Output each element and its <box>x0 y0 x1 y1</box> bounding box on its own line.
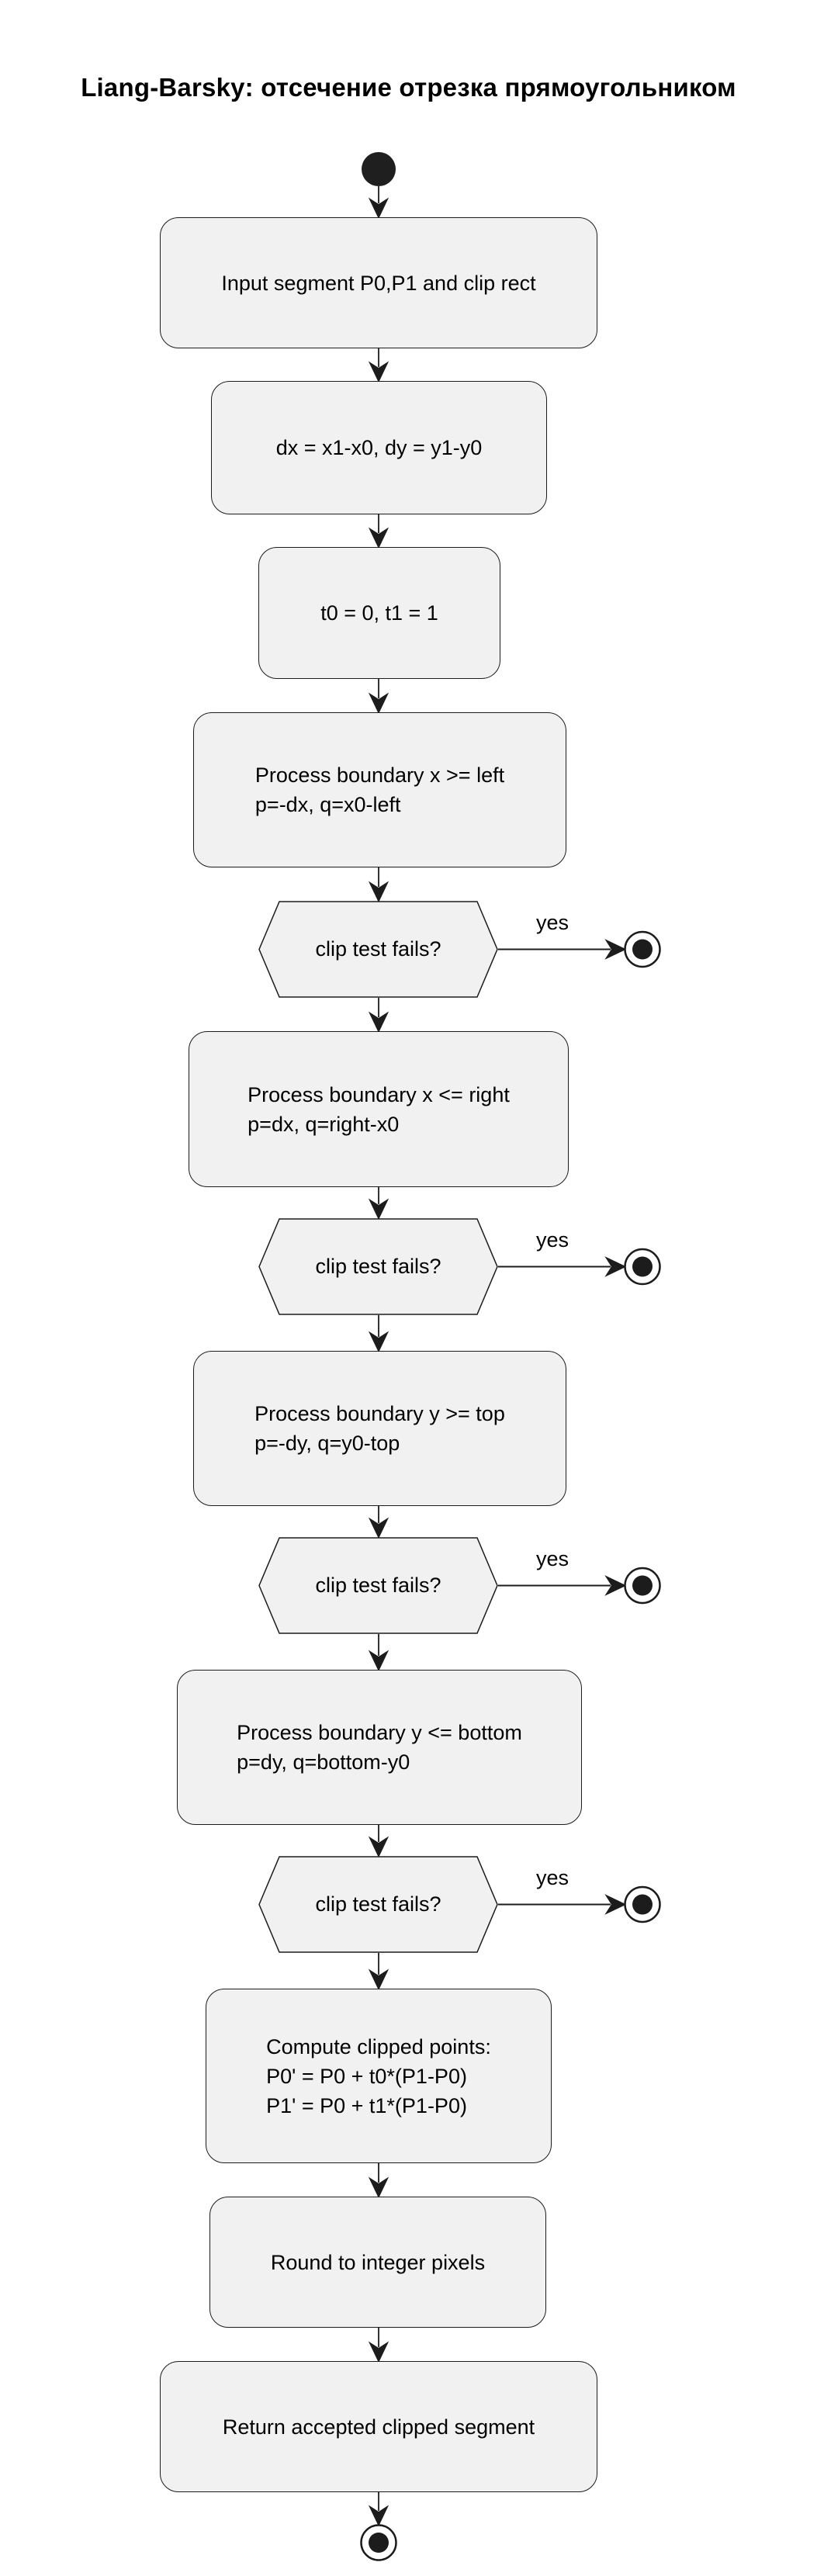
activity-line: p=-dy, q=y0-top <box>254 1432 400 1455</box>
activity-line: Compute clipped points: <box>266 2034 491 2058</box>
decision-clip-test-4: clip test fails? <box>258 1856 498 1953</box>
decision-label: clip test fails? <box>315 1892 441 1916</box>
arrow-head <box>368 197 389 220</box>
decision-clip-test-3: clip test fails? <box>258 1537 498 1634</box>
activity-line: Process boundary y <= bottom <box>237 1721 522 1744</box>
activity-boundary-y-top: Process boundary y >= top p=-dy, q=y0-to… <box>193 1351 566 1506</box>
branch-label-yes-4: yes <box>535 1866 569 1889</box>
activity-line: Return accepted clipped segment <box>222 2415 535 2439</box>
activity-text: Input segment P0,P1 and clip rect <box>221 268 535 298</box>
decision-clip-test-2: clip test fails? <box>258 1218 498 1315</box>
arrow-head <box>604 1256 627 1277</box>
activity-text: dx = x1-x0, dy = y1-y0 <box>276 433 483 462</box>
arrow-head <box>368 881 389 903</box>
activity-dx-dy: dx = x1-x0, dy = y1-y0 <box>211 381 547 514</box>
branch-label-yes-1: yes <box>535 911 569 934</box>
branch-arrows <box>498 939 627 1915</box>
arrow-head <box>604 1894 627 1915</box>
end-node-core <box>632 1575 653 1596</box>
activity-text: t0 = 0, t1 = 1 <box>320 598 438 628</box>
activity-text: Round to integer pixels <box>271 2248 485 2277</box>
activity-text: Process boundary x >= left p=-dx, q=x0-l… <box>255 760 504 819</box>
activity-boundary-x-right: Process boundary x <= right p=dx, q=righ… <box>189 1031 569 1187</box>
arrow-head <box>368 2505 389 2527</box>
decision-label: clip test fails? <box>315 937 441 961</box>
arrow-head <box>368 1011 389 1034</box>
hexagon-shape <box>258 1218 498 1315</box>
decision-label: clip test fails? <box>315 1255 441 1278</box>
activity-line: dx = x1-x0, dy = y1-y0 <box>275 436 483 459</box>
end-node-core <box>632 1256 653 1277</box>
activity-line: t0 = 0, t1 = 1 <box>320 601 438 625</box>
hexagon-shape <box>258 1537 498 1634</box>
flowchart-title: Liang-Barsky: отсечение отрезка прямоуго… <box>81 73 736 102</box>
activity-line: Process boundary x >= left <box>254 763 505 787</box>
activity-line: P1' = P0 + t1*(P1-P0) <box>266 2093 467 2117</box>
activity-line: p=dx, q=right-x0 <box>248 1112 400 1136</box>
decision-label: clip test fails? <box>315 1574 441 1597</box>
activity-line: Round to integer pixels <box>270 2250 486 2274</box>
end-node-core <box>632 939 653 960</box>
arrow-head <box>368 2341 389 2363</box>
final-end-node-core <box>369 2533 389 2553</box>
activity-return-segment: Return accepted clipped segment <box>160 2361 597 2492</box>
start-node <box>362 152 396 186</box>
arrow-head <box>604 939 627 960</box>
arrow-head <box>368 1650 389 1672</box>
activity-text: Return accepted clipped segment <box>223 2412 535 2442</box>
activity-text: Process boundary x <= right p=dx, q=righ… <box>248 1080 510 1139</box>
activity-text: Compute clipped points: P0' = P0 + t0*(P… <box>266 2032 491 2121</box>
activity-compute-clipped: Compute clipped points: P0' = P0 + t0*(P… <box>206 1989 552 2163</box>
flow-arrows <box>368 186 389 2527</box>
activity-line: p=dy, q=bottom-y0 <box>237 1750 410 1774</box>
end-nodes <box>360 930 661 2561</box>
activity-text: Process boundary y <= bottom p=dy, q=bot… <box>237 1718 522 1777</box>
arrow-head <box>368 1198 389 1220</box>
activity-line: Process boundary x <= right <box>248 1082 510 1106</box>
arrow-head <box>368 1836 389 1858</box>
activity-line: Input segment P0,P1 and clip rect <box>221 271 536 295</box>
arrow-head <box>368 1517 389 1539</box>
activity-t0-t1: t0 = 0, t1 = 1 <box>258 547 500 679</box>
arrow-head <box>604 1575 627 1596</box>
decision-clip-test-1: clip test fails? <box>258 901 498 998</box>
activity-line: P0' = P0 + t0*(P1-P0) <box>266 2064 467 2088</box>
arrow-head <box>368 1968 389 1991</box>
hexagon-shape <box>258 1856 498 1953</box>
hexagon-shape <box>258 901 498 998</box>
arrow-head <box>368 692 389 715</box>
activity-boundary-x-left: Process boundary x >= left p=-dx, q=x0-l… <box>193 712 566 867</box>
activity-line: Process boundary y >= top <box>254 1402 505 1425</box>
arrow-head <box>368 1331 389 1353</box>
activity-input-segment: Input segment P0,P1 and clip rect <box>160 217 597 348</box>
end-node-core <box>632 1894 653 1915</box>
arrow-head <box>368 361 389 383</box>
activity-line: p=-dx, q=x0-left <box>254 793 401 816</box>
activity-text: Process boundary y >= top p=-dy, q=y0-to… <box>254 1399 505 1458</box>
branch-label-yes-2: yes <box>535 1228 569 1252</box>
activity-boundary-y-bottom: Process boundary y <= bottom p=dy, q=bot… <box>177 1670 582 1825</box>
activity-round-pixels: Round to integer pixels <box>209 2197 546 2328</box>
arrow-head <box>368 2176 389 2199</box>
branch-label-yes-3: yes <box>535 1547 569 1570</box>
arrow-head <box>368 527 389 549</box>
